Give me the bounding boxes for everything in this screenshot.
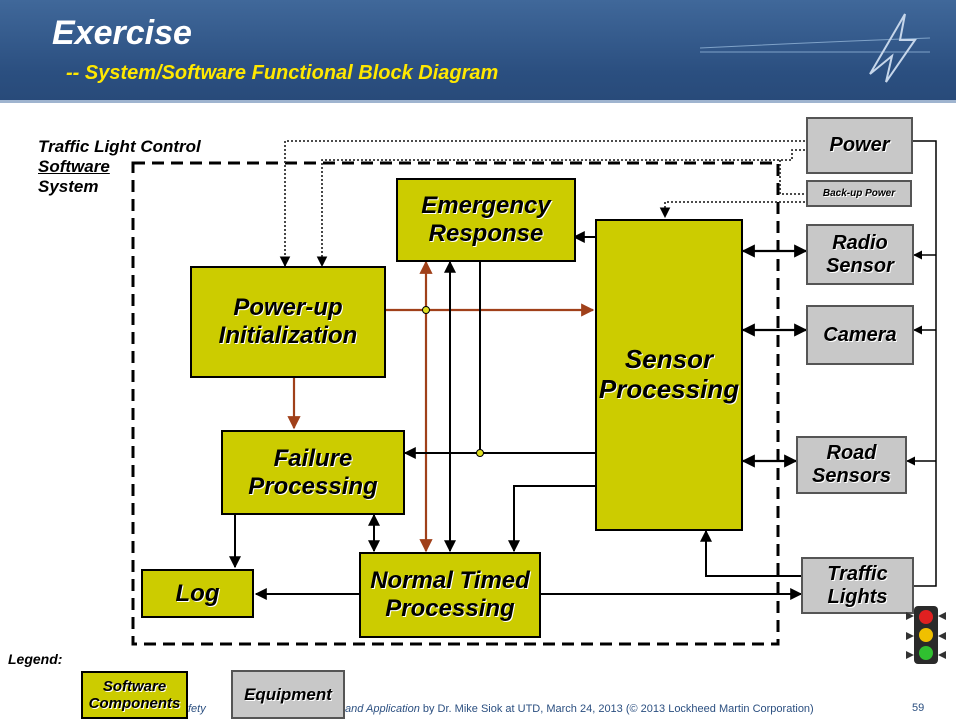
system-label-line1: Traffic Light Control [38, 137, 201, 156]
junction-dot [476, 449, 484, 457]
system-label: Traffic Light Control Software System [38, 137, 201, 197]
road-sensors-block: Road Sensors [796, 436, 907, 494]
footer-italic-b: and Application [345, 703, 420, 715]
slide-subtitle: -- System/Software Functional Block Diag… [66, 62, 499, 84]
sensor-equipment-links [741, 244, 808, 468]
footer-citation-main: and Application by Dr. Mike Siok at UTD,… [345, 703, 814, 715]
legend-label: Legend: [8, 651, 63, 667]
legend-software-label: Software Components [88, 677, 181, 712]
footer-citation: fety [188, 703, 206, 715]
footer-italic-a: fety [188, 703, 206, 715]
legend-equipment-swatch: Equipment [231, 670, 345, 719]
normal-timed-processing-label: Normal Timed Processing [370, 567, 530, 622]
camera-label: Camera [823, 323, 897, 346]
backup-power-label: Back-up Power [822, 187, 896, 199]
emergency-response-label: Emergency Response [421, 192, 551, 247]
normal-timed-processing-block: Normal Timed Processing [359, 552, 541, 638]
software-system-boundary [131, 161, 780, 646]
system-label-line2: Software [38, 156, 110, 176]
footer-text: by Dr. Mike Siok at UTD, March 24, 2013 … [419, 703, 814, 715]
sensor-processing-label: Sensor Processing [598, 344, 740, 404]
slide-title: Exercise [52, 14, 192, 52]
traffic-light-icon [906, 606, 946, 664]
radio-sensor-label: Radio Sensor [826, 231, 894, 277]
radio-sensor-block: Radio Sensor [806, 224, 914, 285]
log-block: Log [141, 569, 254, 618]
lockheed-star-logo [700, 13, 931, 83]
power-up-initialization-label: Power-up Initialization [218, 294, 358, 349]
legend-equipment-label: Equipment [244, 684, 332, 704]
system-label-line3: System [38, 176, 99, 196]
power-block: Power [806, 117, 913, 174]
junction-dot [422, 306, 430, 314]
road-sensors-label: Road Sensors [812, 442, 891, 487]
control-flows [229, 231, 803, 600]
sensor-processing-block: Sensor Processing [595, 219, 743, 531]
title-separator [0, 100, 956, 103]
traffic-lights-block: Traffic Lights [801, 557, 914, 614]
title-bar: Exercise -- System/Software Functional B… [0, 0, 956, 103]
power-label: Power [829, 134, 890, 156]
camera-block: Camera [806, 305, 914, 365]
failure-processing-block: Failure Processing [221, 430, 405, 515]
traffic-lights-label: Traffic Lights [827, 562, 888, 608]
page-number: 59 [912, 702, 925, 714]
power-lines [279, 140, 805, 268]
backup-power-block: Back-up Power [806, 180, 912, 207]
power-up-initialization-block: Power-up Initialization [190, 266, 386, 378]
emergency-response-block: Emergency Response [396, 178, 576, 262]
failure-processing-label: Failure Processing [248, 444, 378, 500]
log-label: Log [175, 579, 220, 607]
legend-software-swatch: Software Components [81, 671, 188, 719]
equipment-bus [906, 140, 937, 587]
